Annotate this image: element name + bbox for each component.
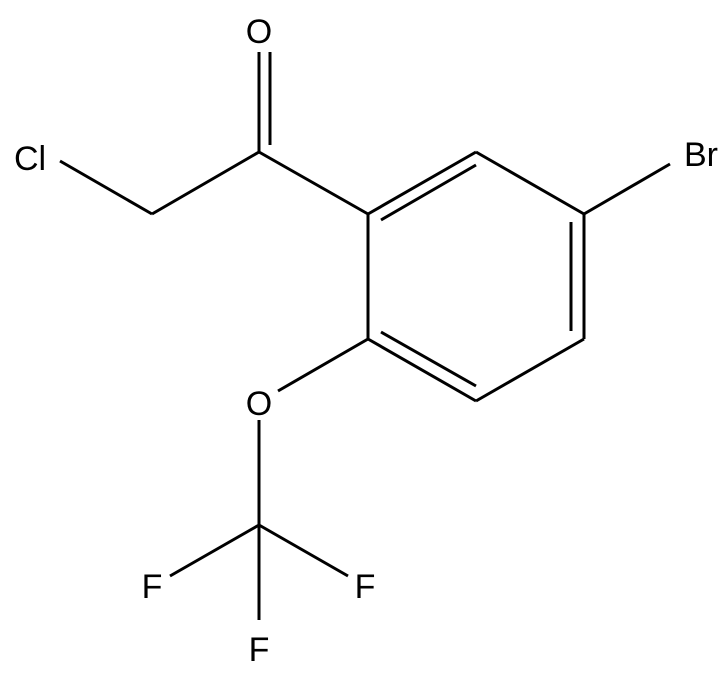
bond-carbonyl-ch2 <box>151 150 260 216</box>
ring-bond-c1-c2 <box>367 150 477 216</box>
bond-ch2-cl <box>59 159 153 216</box>
atom-label-fluorine-bottom: F <box>249 631 270 669</box>
bond-ring-o <box>277 337 369 393</box>
atom-label-fluorine-right: F <box>355 568 376 606</box>
ring-bond-c1-c2-inner <box>380 163 477 222</box>
atom-label-chlorine: Cl <box>14 140 46 178</box>
bond-cf3-f-right <box>258 523 349 578</box>
atom-label-fluorine-left: F <box>142 568 163 606</box>
bond-carbonyl-ring <box>258 150 369 216</box>
atom-label-bromine: Br <box>684 136 718 174</box>
atom-label-oxygen-ether: O <box>246 385 272 423</box>
ring-bond-c5-c6-inner <box>380 330 477 388</box>
ring-bond-c5-c6 <box>367 337 477 403</box>
ring-bond-c4-c5 <box>475 337 585 403</box>
atom-label-oxygen-carbonyl: O <box>246 13 272 51</box>
bond-cf3-f-left <box>169 523 260 578</box>
ring-bond-c2-c3 <box>475 150 585 216</box>
bond-ring-br <box>583 162 671 216</box>
